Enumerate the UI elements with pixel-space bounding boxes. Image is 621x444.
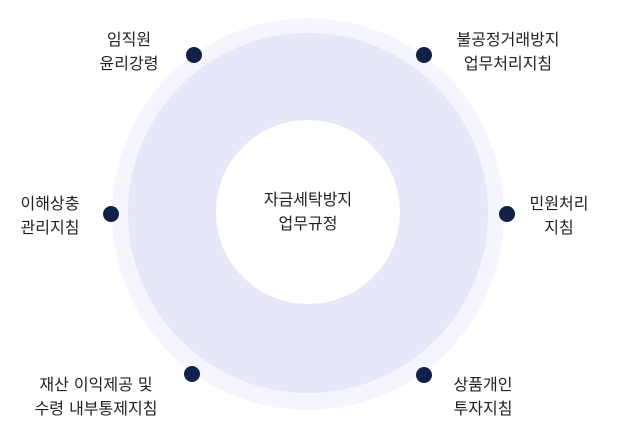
node-label-top-left-line2: 윤리강령 [99,54,159,73]
node-dot-bottom-right [416,367,432,383]
node-dot-bottom-left [184,366,200,382]
node-label-mid-right-line2: 지침 [544,218,574,237]
inner-circle [216,120,400,304]
node-label-top-right-line1: 불공정거래방지 [456,30,560,49]
node-label-mid-left-line1: 이해상충 [20,194,80,213]
node-label-mid-left-line2: 관리지침 [20,218,80,237]
node-dot-mid-right [499,206,515,222]
node-dot-top-right [416,47,432,63]
node-label-bottom-right-line2: 투자지침 [453,399,513,418]
node-label-mid-left: 이해상충 관리지침 [8,192,92,240]
node-label-top-left-line1: 임직원 [106,30,152,49]
node-label-mid-right: 민원처리 지침 [524,192,594,240]
node-label-bottom-right-line1: 상품개인 [453,375,513,394]
node-label-top-right: 불공정거래방지 업무처리지침 [440,28,576,76]
node-label-bottom-left: 재산 이익제공 및 수령 내부통제지침 [8,373,184,421]
node-label-top-right-line2: 업무처리지침 [463,54,553,73]
center-label: 자금세탁방지 업무규정 [216,120,400,304]
center-label-line2: 업무규정 [278,214,338,233]
node-label-bottom-left-line1: 재산 이익제공 및 [39,375,153,394]
node-dot-mid-left [103,206,119,222]
node-dot-top-left [186,47,202,63]
node-label-bottom-right: 상품개인 투자지침 [440,373,526,421]
center-label-line1: 자금세탁방지 [263,190,353,209]
node-label-mid-right-line1: 민원처리 [529,194,589,213]
node-label-bottom-left-line2: 수령 내부통제지침 [34,399,158,418]
node-label-top-left: 임직원 윤리강령 [86,28,172,76]
